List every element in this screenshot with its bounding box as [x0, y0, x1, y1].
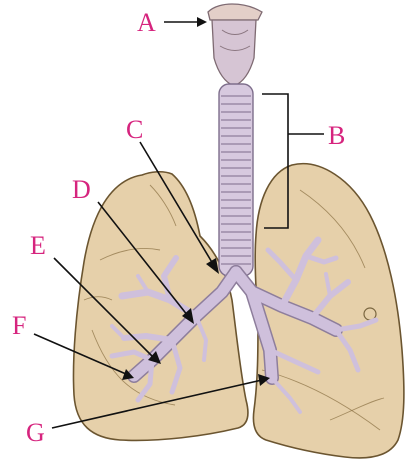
label-G: G [26, 418, 45, 447]
trachea [219, 84, 253, 276]
larynx [208, 4, 262, 86]
label-B: B [328, 121, 345, 150]
label-A: A [137, 8, 156, 37]
label-D: D [72, 175, 91, 204]
arrowhead-A-icon [197, 17, 207, 27]
label-F: F [12, 311, 26, 340]
label-C: C [126, 115, 143, 144]
label-E: E [30, 231, 46, 260]
